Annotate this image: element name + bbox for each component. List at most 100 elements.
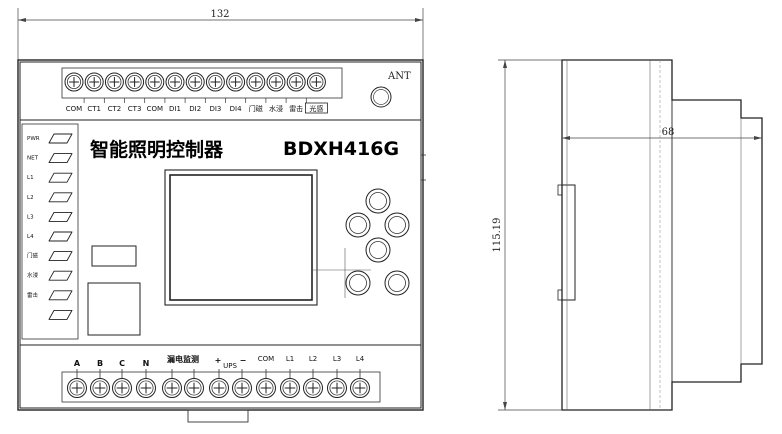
- bottom-terminal-label: L1: [286, 355, 294, 363]
- top-terminal-label: DI3: [209, 105, 221, 113]
- top-terminal-screw: [226, 72, 246, 92]
- bottom-terminal-screw: [136, 378, 156, 398]
- indicator-label: L3: [27, 214, 34, 220]
- bottom-terminal-label: B: [97, 359, 103, 368]
- keypad-button[interactable]: [365, 237, 391, 263]
- height-dimension-label: 115.19: [492, 218, 503, 253]
- bottom-terminal-screw: [327, 378, 347, 398]
- top-terminal-label: 光感: [309, 104, 323, 113]
- bottom-terminal-screw: [184, 378, 204, 398]
- keypad-button[interactable]: [345, 212, 371, 238]
- top-terminal-label: 水浸: [269, 104, 283, 113]
- bottom-terminal-label: L3: [333, 355, 341, 363]
- bottom-terminal-screw: [350, 378, 370, 398]
- top-terminal-screw: [64, 72, 84, 92]
- indicator-led: [48, 270, 73, 281]
- indicator-label: L1: [27, 175, 34, 181]
- top-terminal-labels: COM CT1 CT2 CT3 COM DI1 DI2 DI3 DI4 门磁水浸雷击光感: [66, 98, 328, 114]
- top-terminal-label: CT2: [108, 105, 122, 113]
- indicator-label: L4: [27, 234, 34, 240]
- indicator-led: [48, 172, 73, 183]
- light-sensor-box: [304, 102, 328, 114]
- bottom-terminal-screw: [303, 378, 323, 398]
- rj45-port: [87, 282, 141, 336]
- top-terminal-screw: [185, 72, 205, 92]
- bottom-terminal-screw: [112, 378, 132, 398]
- keypad-button[interactable]: [384, 270, 410, 296]
- bottom-terminal-screw: [90, 378, 110, 398]
- width-dimension: 132: [17, 8, 424, 60]
- top-terminal-screw: [266, 72, 286, 92]
- bottom-terminal-label: L2: [309, 355, 317, 363]
- top-terminal-screw: [246, 72, 266, 92]
- bottom-terminal-label: C: [119, 359, 125, 368]
- top-terminal-label: 门磁: [249, 104, 263, 113]
- indicator-led: [48, 192, 73, 203]
- top-terminal-label: COM: [66, 105, 82, 113]
- bottom-terminal-screw: [280, 378, 300, 398]
- indicator-led: [48, 309, 73, 320]
- indicator-led: [48, 133, 73, 144]
- front-view: [17, 59, 426, 423]
- indicator-label: NET: [27, 156, 39, 162]
- indicator-led: [48, 251, 73, 262]
- top-terminal-screw: [145, 72, 165, 92]
- bottom-terminal-label: L4: [356, 355, 365, 363]
- bottom-terminal-screw: [67, 378, 87, 398]
- keypad-button[interactable]: [345, 270, 371, 296]
- keypad-button[interactable]: [384, 212, 410, 238]
- top-terminal-label: DI2: [189, 105, 201, 113]
- lcd-screen: [164, 169, 318, 306]
- top-terminal-screw: [165, 72, 185, 92]
- top-terminal-screw: [104, 72, 124, 92]
- bottom-terminal-screw: [232, 378, 252, 398]
- status-window: [91, 245, 137, 267]
- bottom-terminal-label: +: [215, 356, 222, 365]
- device-model: BDXH416G: [283, 138, 399, 160]
- top-terminal-label: 雷击: [289, 104, 303, 113]
- bottom-terminal-label: −: [240, 356, 247, 365]
- top-terminal-label: CT3: [128, 105, 142, 113]
- device-title: 智能照明控制器: [90, 138, 224, 161]
- bottom-terminal-label: COM: [258, 355, 274, 363]
- top-terminal-label: DI4: [230, 105, 242, 113]
- top-terminal-screw: [306, 72, 326, 92]
- top-terminal-label: DI1: [169, 105, 181, 113]
- top-terminal-screw: [205, 72, 225, 92]
- width-dimension-label: 132: [210, 9, 229, 20]
- bottom-terminal-labels: A B C N 漏电监测 +UPS− COM L1 L2 L3 L4: [74, 354, 365, 378]
- top-terminal-screw: [84, 72, 104, 92]
- bottom-terminal-block: [67, 378, 370, 398]
- antenna-connector: ANT: [370, 71, 411, 108]
- indicator-label: PWR: [27, 136, 40, 142]
- indicator-label: 雷击: [27, 291, 39, 299]
- indicator-led: [48, 231, 73, 242]
- indicator-led: [48, 153, 73, 164]
- bottom-terminal-label: A: [74, 359, 81, 368]
- bottom-terminal-screw: [209, 378, 229, 398]
- indicator-led: [48, 290, 73, 301]
- indicator-label: L2: [27, 195, 34, 201]
- keypad: [345, 188, 410, 296]
- depth-dimension-label: 68: [662, 127, 675, 138]
- top-terminal-label: CT1: [87, 105, 101, 113]
- top-terminal-screw: [286, 72, 306, 92]
- top-terminal-label: COM: [147, 105, 163, 113]
- bottom-terminal-label: 漏电监测: [167, 354, 199, 364]
- keypad-button[interactable]: [365, 188, 391, 214]
- bottom-terminal-screw: [256, 378, 276, 398]
- bottom-terminal-screw: [162, 378, 182, 398]
- top-terminal-screw: [125, 72, 145, 92]
- indicator-led: [48, 211, 73, 222]
- indicator-label: 水浸: [27, 271, 39, 279]
- bottom-terminal-label: N: [143, 359, 150, 368]
- height-dimension: 115.19: [492, 59, 562, 411]
- bottom-terminal-label: UPS: [223, 362, 237, 370]
- depth-dimension: 68: [562, 127, 762, 140]
- indicator-label: 门磁: [27, 252, 39, 260]
- side-view: [557, 59, 763, 411]
- top-terminal-block: [64, 72, 326, 92]
- antenna-label: ANT: [387, 71, 411, 82]
